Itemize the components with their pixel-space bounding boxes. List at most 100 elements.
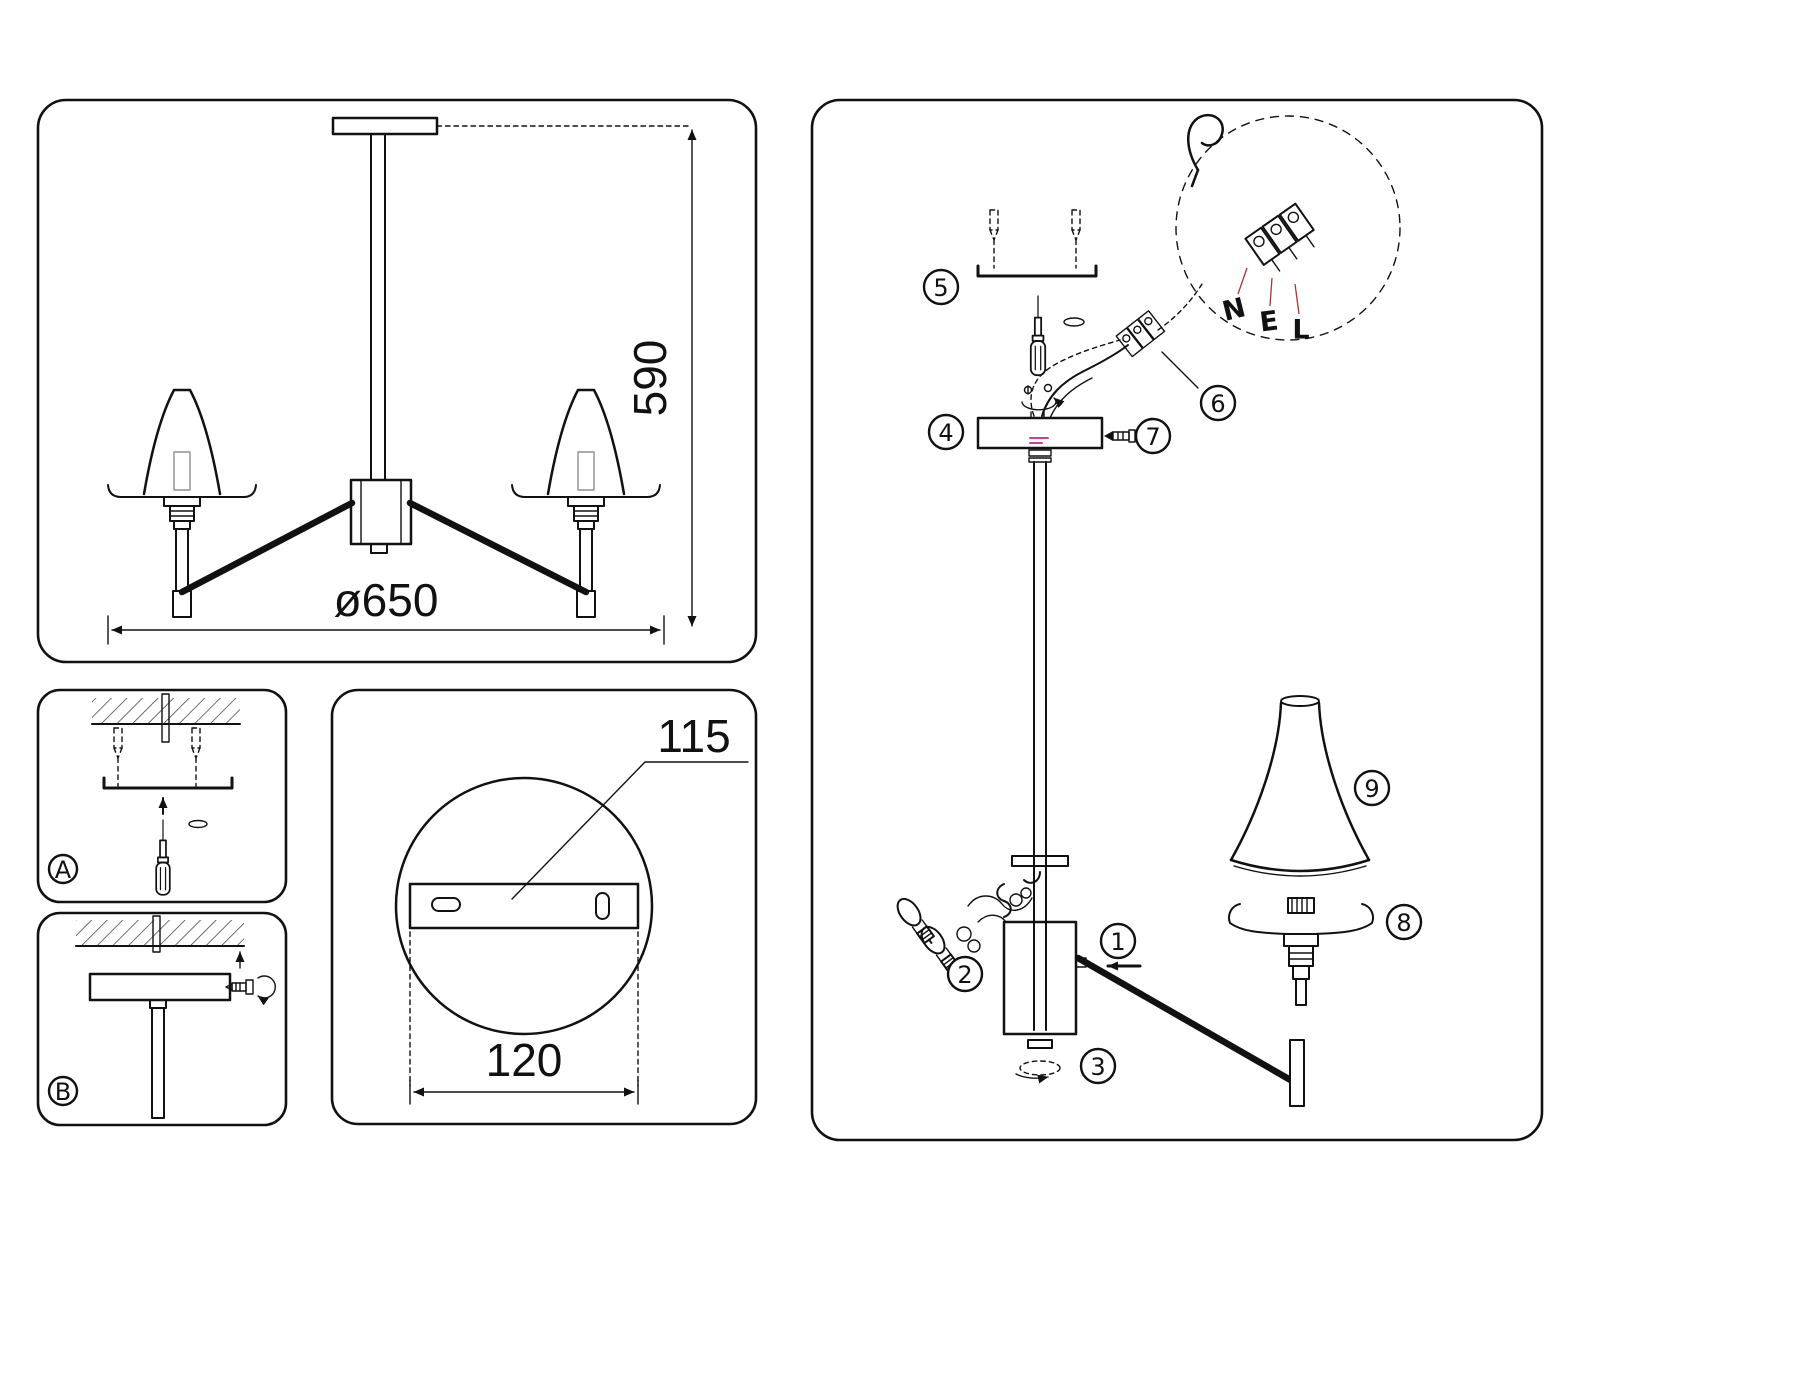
diameter-dimension-label: ø650 [334, 574, 439, 626]
screwdriver-icon [155, 819, 171, 896]
canopy-screw-icon [1104, 429, 1136, 443]
height-dimension: 590 [436, 125, 697, 627]
step-number-3: 3 [1090, 1053, 1105, 1081]
step-number-6: 6 [1210, 390, 1225, 418]
panel-b-border [36, 911, 288, 1127]
wall-anchor-icon [191, 727, 201, 787]
hub-cap [370, 543, 388, 554]
washer-icon [1063, 317, 1085, 327]
panel-ceiling-mount-a: A [36, 688, 288, 904]
step-badge-8: 8 [1385, 903, 1423, 941]
wire-hook [1187, 113, 1224, 172]
holder-arm-right [1313, 903, 1374, 935]
step-badge-9: 9 [1353, 769, 1391, 807]
step-number-8: 8 [1396, 909, 1411, 937]
terminal-connector [1115, 310, 1166, 358]
s-hook-icon [996, 883, 1012, 918]
arm-step [1074, 954, 1305, 1107]
wall-anchor-icon [1071, 209, 1081, 269]
holder-arm-left [1228, 903, 1289, 935]
step-number-9: 9 [1364, 775, 1379, 803]
down-rod [151, 1007, 165, 1119]
lamp-arm [1074, 954, 1298, 1086]
terminal-label-neutral: N [1219, 292, 1248, 328]
ceiling-bracket-step [976, 209, 1098, 377]
step-badge-1: 1 [1099, 922, 1137, 960]
step-badge-5: 5 [922, 268, 960, 306]
ceiling-pin [152, 915, 161, 953]
panel-bracket-detail: 115 120 [330, 688, 758, 1126]
rotate-arrow [257, 975, 277, 1006]
stem-rod [1028, 449, 1052, 1031]
right-shade-holder [511, 484, 661, 498]
screwdriver-icon [1029, 295, 1047, 377]
hole-dim-leader [511, 761, 749, 900]
panel-a-label: A [55, 856, 72, 884]
hub-cap [1027, 1039, 1053, 1049]
bulbs [891, 893, 981, 978]
panel-ceiling-mount-b: B [36, 911, 288, 1127]
bracket-slot-vertical [595, 892, 610, 920]
step-number-4: 4 [938, 419, 953, 447]
central-hub [349, 478, 413, 546]
step-badge-7: 7 [1134, 417, 1172, 455]
lamp-shade [1229, 695, 1371, 877]
step-badge-4: 4 [927, 413, 965, 451]
left-shade-holder [107, 484, 257, 498]
stem [370, 133, 386, 481]
panel-b-label: B [55, 1078, 71, 1106]
assembly-panel-border [810, 98, 1544, 1142]
hub-box [1002, 920, 1078, 1036]
wall-anchor-icon [989, 209, 999, 269]
mounting-plate [88, 972, 232, 1002]
detail-circle-dashed [1175, 115, 1401, 341]
ring-icon [956, 926, 972, 942]
step-badge-3: 3 [1079, 1047, 1117, 1085]
panel-assembly: N E L [810, 98, 1544, 1142]
panel-overview: 590 ø650 [36, 98, 758, 664]
step-badge-2: 2 [946, 955, 984, 993]
diameter-dimension: ø650 [107, 574, 665, 645]
suspension-hardware [967, 883, 1033, 923]
step-number-7: 7 [1145, 423, 1160, 451]
hub-assembly [1002, 855, 1087, 1084]
step-number-2: 2 [957, 961, 972, 989]
lamp-right [511, 388, 661, 618]
step-number-5: 5 [933, 274, 948, 302]
step-badge-6: 6 [1199, 384, 1237, 422]
panel-a-badge: A [47, 853, 79, 885]
mounting-bracket [102, 776, 234, 790]
panel-b-badge: B [47, 1075, 79, 1107]
wiring-detail-circle: N E L [1175, 113, 1401, 346]
rotate-arrow [1015, 1073, 1049, 1084]
ceiling-hatch [92, 698, 240, 724]
ring-icon [1020, 887, 1032, 899]
ring-icon [967, 939, 981, 953]
hole-dimension-label: 115 [657, 710, 730, 762]
hub-flange [1011, 855, 1069, 867]
ceiling-pin [161, 693, 170, 743]
ceiling-plate [331, 116, 439, 136]
rotate-arrow [1021, 397, 1065, 411]
threaded-ring [1287, 897, 1315, 914]
terminal-label-live: L [1292, 315, 1309, 346]
left-arm [178, 499, 356, 596]
terminal-block [1244, 202, 1315, 272]
bulb-icon [891, 893, 940, 950]
bracket-slot-horizontal [431, 897, 461, 912]
mounting-bracket [976, 264, 1098, 278]
candle-tube [1289, 1039, 1305, 1107]
connector-detail-leader [1157, 283, 1203, 331]
canopy-plate [976, 416, 1104, 450]
ring-icon [1009, 893, 1023, 907]
chandelier-front-view [107, 116, 661, 618]
step-number-1: 1 [1110, 928, 1125, 956]
width-dimension: 120 [409, 931, 639, 1105]
panel-a-border [36, 688, 288, 904]
bracket-bar [408, 882, 640, 930]
detail-circle [394, 776, 654, 1036]
left-shade [142, 388, 222, 496]
wall-anchor-icon [113, 727, 123, 787]
